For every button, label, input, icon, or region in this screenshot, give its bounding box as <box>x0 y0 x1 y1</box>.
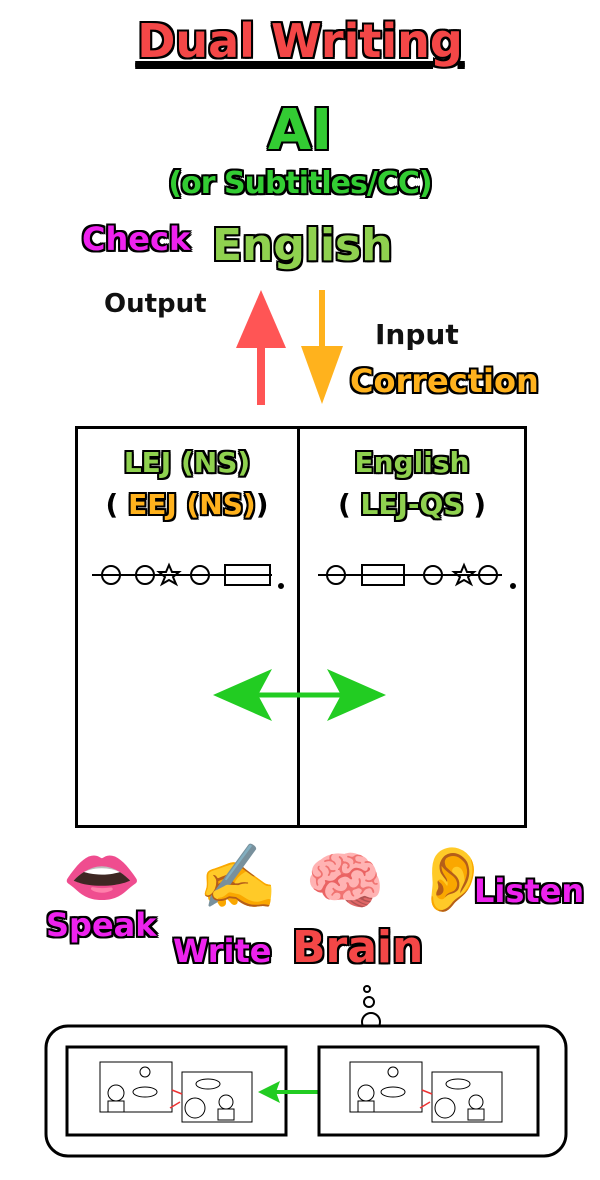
brain-icon: 🧠 <box>305 845 385 919</box>
ear-icon: 👂 <box>412 843 492 917</box>
thought-bubble-icon <box>361 985 381 1032</box>
box-divider <box>297 426 300 828</box>
input-arrow-down-icon <box>301 290 343 404</box>
check-label: Check <box>82 220 191 258</box>
flow-arrows <box>236 290 343 405</box>
thought-panel <box>44 985 568 1158</box>
right-sentence-diagram <box>318 562 516 589</box>
subtitles-label: (or Subtitles/CC) <box>168 166 432 201</box>
output-arrow-up-icon <box>236 290 286 405</box>
correction-label: Correction <box>350 362 539 400</box>
left-scene-panel <box>65 1045 288 1137</box>
output-label: Output <box>104 289 207 319</box>
eej-label: EEJ (NS) <box>128 488 256 521</box>
writing-hand-icon: ✍️ <box>198 841 278 915</box>
title-text: Dual Writing <box>137 14 463 68</box>
right-column-subtitle: ( LEJ-QS ) <box>337 488 487 521</box>
write-label: Write <box>173 932 272 970</box>
right-scene-panel <box>317 1045 540 1137</box>
input-label: Input <box>375 318 459 351</box>
left-column-subtitle: ( EEJ (NS)) <box>105 488 269 521</box>
double-arrow-icon <box>213 669 386 721</box>
right-column-title: English <box>354 446 470 479</box>
lej-qs-label: LEJ-QS <box>360 488 464 521</box>
brain-label: Brain <box>292 922 424 973</box>
box-diagram <box>92 562 516 721</box>
left-sentence-diagram <box>92 562 284 589</box>
comparison-box <box>75 426 527 828</box>
english-label: English <box>212 220 393 271</box>
ai-label: AI <box>267 98 333 163</box>
listen-label: Listen <box>474 872 585 910</box>
page-title: Dual Writing <box>0 14 600 68</box>
left-column-title: LEJ (NS) <box>123 446 251 479</box>
mouth-icon: 👄 <box>62 841 142 915</box>
speak-label: Speak <box>46 906 157 944</box>
